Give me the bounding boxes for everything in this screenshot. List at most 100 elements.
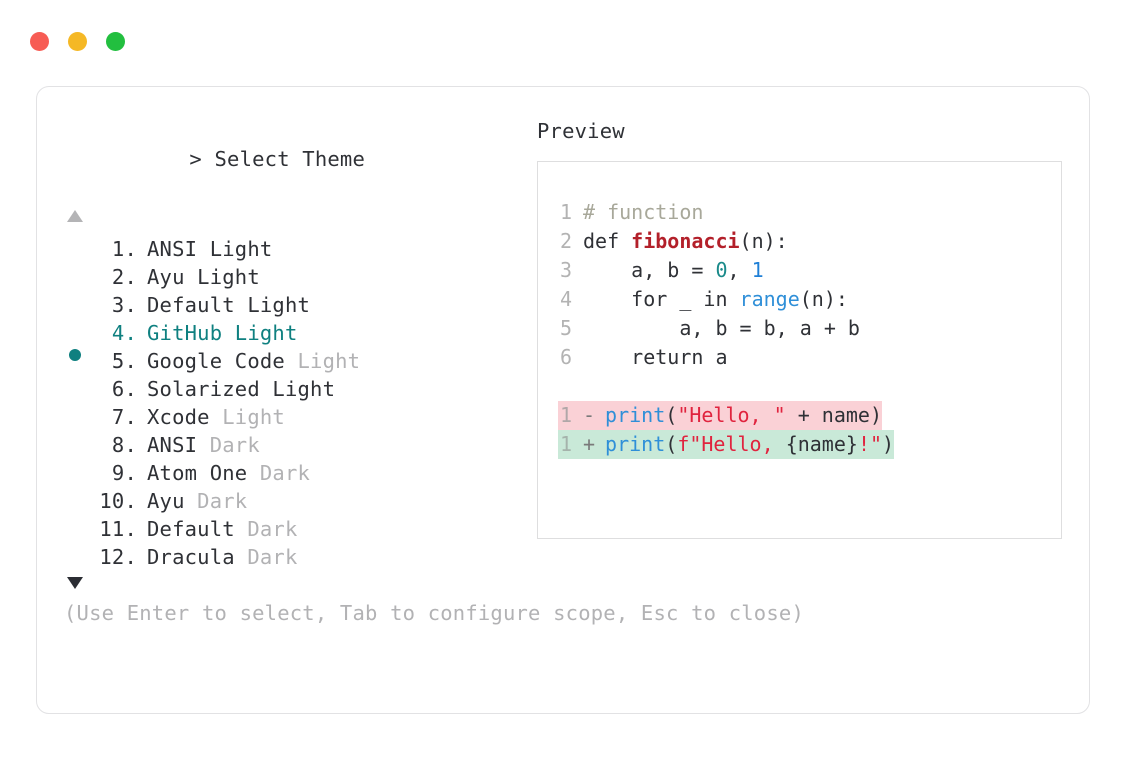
code-line-number: 1 xyxy=(559,200,572,224)
window-traffic-lights xyxy=(30,32,125,51)
code-token: print xyxy=(605,432,666,456)
code-token: ) xyxy=(882,432,895,456)
code-token: 0 xyxy=(715,258,728,282)
code-line-source: return a xyxy=(583,343,728,372)
scroll-up-icon[interactable] xyxy=(67,210,83,222)
code-line-number: 6 xyxy=(559,345,572,369)
scroll-down-icon[interactable] xyxy=(67,577,83,589)
theme-list-item[interactable]: 2. Ayu Light xyxy=(64,263,524,291)
page-title: > Select Theme xyxy=(64,117,524,201)
theme-item-variant: Light xyxy=(222,321,298,345)
theme-item-index: 2. xyxy=(111,265,137,289)
theme-item-name: Xcode xyxy=(147,405,210,429)
theme-list-item[interactable]: 12.Dracula Dark xyxy=(64,543,524,571)
theme-item-index: 12. xyxy=(99,545,137,569)
code-token: f"Hello, xyxy=(677,432,786,456)
theme-item-name: ANSI xyxy=(147,433,198,457)
theme-item-index: 8. xyxy=(111,433,137,457)
theme-list-item[interactable]: 3.Default Light xyxy=(64,291,524,319)
theme-item-variant: Light xyxy=(197,237,273,261)
theme-item-variant: Dark xyxy=(234,545,298,569)
theme-item-name: Ayu xyxy=(147,265,185,289)
theme-item-variant: Dark xyxy=(197,433,260,457)
theme-list-item[interactable]: 11. Default Dark xyxy=(64,515,524,543)
code-token: # function xyxy=(583,200,704,224)
code-token: for _ in xyxy=(583,287,740,311)
theme-item-variant: Dark xyxy=(247,461,311,485)
theme-item-name: ANSI xyxy=(147,237,198,261)
code-token: fibonacci xyxy=(631,229,740,253)
code-token: def xyxy=(583,229,632,253)
theme-item-index: 5. xyxy=(111,349,137,373)
minimize-dot[interactable] xyxy=(68,32,87,51)
theme-item-variant: Light xyxy=(209,405,285,429)
theme-item-name: Ayu xyxy=(147,489,185,513)
diff-line-source: print("Hello, " + name) xyxy=(605,401,882,430)
theme-item-name: Default xyxy=(147,517,235,541)
code-token: ( xyxy=(665,432,678,456)
theme-list-item[interactable]: 8. ANSI Dark xyxy=(64,431,524,459)
theme-item-name: Atom One xyxy=(147,461,248,485)
prompt-symbol: > xyxy=(189,147,202,171)
theme-item-index: 3. xyxy=(111,293,137,317)
theme-item-index: 11. xyxy=(99,517,137,541)
code-line: 4 for _ in range(n): xyxy=(538,285,1061,314)
code-line: 6 return a xyxy=(538,343,1061,372)
theme-list-item[interactable]: 6.Solarized Light xyxy=(64,375,524,403)
theme-item-name: GitHub xyxy=(147,321,223,345)
theme-item-name: Default xyxy=(147,293,235,317)
theme-list-panel: > Select Theme 1. ANSI Light 2. Ayu Light 3.… xyxy=(64,117,524,589)
code-line: 3 a, b = 0, 1 xyxy=(538,256,1061,285)
theme-item-index: 9. xyxy=(111,461,137,485)
theme-item-index: 6. xyxy=(111,377,137,401)
code-token: return a xyxy=(583,345,728,369)
code-line-number: 5 xyxy=(559,316,572,340)
diff-line-number: 1 xyxy=(559,403,572,427)
keyboard-hint: (Use Enter to select, Tab to configure s… xyxy=(64,601,804,625)
theme-item-variant: Dark xyxy=(184,489,248,513)
diff-sign: + xyxy=(583,432,596,456)
theme-item-variant: Light xyxy=(284,349,361,373)
theme-item-name: Solarized xyxy=(147,377,260,401)
code-token: ( xyxy=(665,403,678,427)
code-token: a, b = xyxy=(583,258,716,282)
maximize-dot[interactable] xyxy=(106,32,125,51)
page-title-text: Select Theme xyxy=(214,147,366,171)
code-token: + name) xyxy=(785,403,883,427)
diff-line-del: 1-print("Hello, " + name) xyxy=(538,401,1061,430)
code-line-source: a, b = 0, 1 xyxy=(583,256,764,285)
code-token: a, b = b, a + b xyxy=(583,316,860,340)
theme-item-variant: Dark xyxy=(234,517,298,541)
code-spacer xyxy=(538,372,1061,401)
code-token: range xyxy=(739,287,800,311)
theme-item-name: Google Code xyxy=(147,349,285,373)
diff-sign: - xyxy=(583,403,596,427)
theme-list-item[interactable]: 1. ANSI Light xyxy=(64,235,524,263)
close-dot[interactable] xyxy=(30,32,49,51)
theme-list-item[interactable]: 4.GitHub Light xyxy=(64,319,524,361)
theme-item-index: 1. xyxy=(111,237,137,261)
code-line-number: 4 xyxy=(559,287,572,311)
theme-item-variant: Light xyxy=(184,265,260,289)
code-token: , xyxy=(727,258,752,282)
code-token: {name} xyxy=(785,432,858,456)
code-token: !" xyxy=(857,432,883,456)
diff-line-number: 1 xyxy=(559,432,572,456)
theme-list-item[interactable]: 10.Ayu Dark xyxy=(64,487,524,515)
code-line-number: 3 xyxy=(559,258,572,282)
theme-list-item[interactable]: 5. Google Code Light xyxy=(64,347,524,375)
theme-list-item[interactable]: 9. Atom One Dark xyxy=(64,459,524,487)
selected-bullet-icon xyxy=(69,349,81,361)
preview-label: Preview xyxy=(537,119,625,143)
code-line: 5 a, b = b, a + b xyxy=(538,314,1061,343)
code-line-source: # function xyxy=(583,198,703,227)
code-token: (n): xyxy=(739,229,788,253)
code-token: 1 xyxy=(751,258,764,282)
theme-list-item[interactable]: 7.Xcode Light xyxy=(64,403,524,431)
theme-selector-card: > Select Theme 1. ANSI Light 2. Ayu Light 3.… xyxy=(36,86,1090,714)
